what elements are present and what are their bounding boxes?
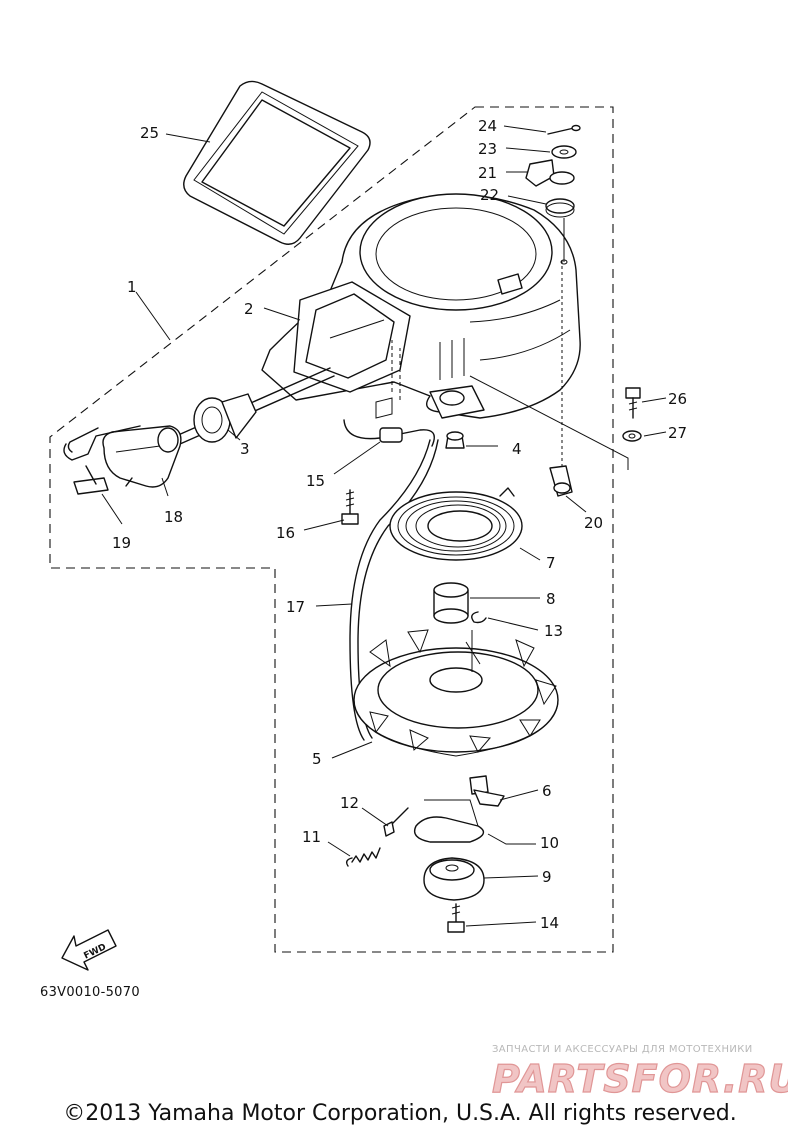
- part-26-bolt: [625, 387, 641, 419]
- part-19-bracket: [63, 425, 141, 495]
- diagram-code: 63V0010-5070: [40, 985, 140, 1000]
- callout-15: 15: [306, 472, 325, 490]
- callout-6: 6: [542, 782, 552, 800]
- part-13-clip: [471, 611, 487, 624]
- part-5-sheave-drum: [353, 629, 559, 757]
- callout-13: 13: [544, 622, 563, 640]
- part-25-seal: [183, 80, 371, 245]
- callout-22: 22: [480, 186, 499, 204]
- callout-7: 7: [546, 554, 556, 572]
- part-23-washer: [551, 145, 577, 159]
- callout-2: 2: [244, 300, 254, 318]
- part-6-pawl: [469, 775, 505, 807]
- callout-18: 18: [164, 508, 183, 526]
- part-11-spring: [345, 847, 381, 867]
- callout-9: 9: [542, 868, 552, 886]
- part-2-starter-case: [261, 193, 581, 419]
- callout-23: 23: [478, 140, 497, 158]
- callout-5: 5: [312, 750, 322, 768]
- part-27-washer: [622, 430, 642, 442]
- part-10-guide-plate: [413, 799, 485, 843]
- watermark-logo: PARTSFOR.RU: [491, 1056, 788, 1098]
- callout-17: 17: [286, 598, 305, 616]
- callout-24: 24: [478, 117, 497, 135]
- part-22-spring: [545, 198, 575, 218]
- callout-12: 12: [340, 794, 359, 812]
- part-16-bolt: [341, 489, 359, 525]
- part-24-cotter-pin: [547, 124, 581, 135]
- part-8-sleeve: [433, 582, 469, 624]
- callout-8: 8: [546, 590, 556, 608]
- part-12-pin: [383, 807, 409, 837]
- leader-lines: [101, 125, 667, 927]
- part-18-starter-handle: [102, 425, 182, 488]
- part-21-lever: [525, 159, 575, 187]
- part-3-rope-guide: [193, 393, 257, 443]
- copyright-notice: ©2013 Yamaha Motor Corporation, U.S.A. A…: [63, 1101, 737, 1126]
- watermark-logo-text: PARTSFOR.RU: [492, 1057, 788, 1098]
- part-4-bushing: [445, 431, 465, 449]
- part-7-spiral-spring: [389, 487, 523, 561]
- callout-19: 19: [112, 534, 131, 552]
- callout-3: 3: [240, 440, 250, 458]
- fwd-arrow-icon: FWD: [61, 929, 117, 971]
- callout-16: 16: [276, 524, 295, 542]
- callout-26: 26: [668, 390, 687, 408]
- callout-10: 10: [540, 834, 559, 852]
- part-14-bolt: [447, 903, 465, 933]
- part-15-connector: [343, 419, 435, 447]
- callout-14: 14: [540, 914, 559, 932]
- assembly-boundary: [49, 106, 614, 953]
- part-20-stopper: [549, 465, 573, 497]
- callout-20: 20: [584, 514, 603, 532]
- callout-27: 27: [668, 424, 687, 442]
- callout-11: 11: [302, 828, 321, 846]
- callout-labels: 1 2 3 4 5 6 7 8 9 10 11 12 13 14 15 16 1…: [112, 117, 687, 932]
- callout-4: 4: [512, 440, 522, 458]
- callout-25: 25: [140, 124, 159, 142]
- callout-1: 1: [127, 278, 137, 296]
- callout-21: 21: [478, 164, 497, 182]
- watermark-tagline: ЗАПЧАСТИ И АКСЕССУАРЫ ДЛЯ МОТОТЕХНИКИ: [492, 1044, 753, 1055]
- part-9-cover: [423, 857, 485, 901]
